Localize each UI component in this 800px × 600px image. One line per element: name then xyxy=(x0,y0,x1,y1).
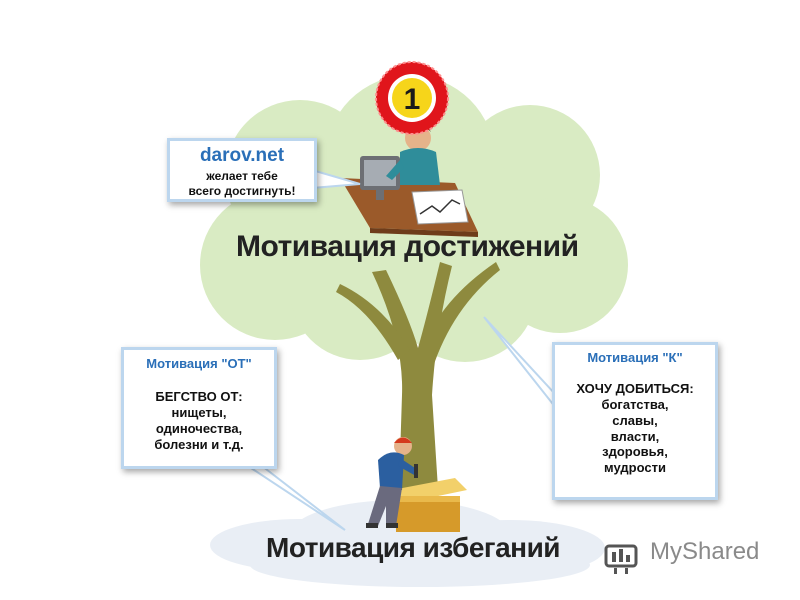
from-motivation-line: болезни и т.д. xyxy=(154,436,244,452)
from-motivation-line: БЕГСТВО ОТ: xyxy=(155,389,243,404)
from-motivation-heading: Мотивация "ОТ" xyxy=(146,356,252,371)
site-name: darov.net xyxy=(199,145,285,166)
site-callout: darov.net желает тебе всего достигнуть! xyxy=(167,138,317,202)
from-motivation-line: нищеты, xyxy=(171,404,227,420)
to-motivation-text: ХОЧУ ДОБИТЬСЯ: богатства, славы, власти,… xyxy=(555,381,715,476)
worker-figure xyxy=(366,437,418,528)
watermark-text: MyShared xyxy=(650,538,760,565)
site-callout-line: всего достигнуть! xyxy=(188,183,296,198)
from-motivation-text: БЕГСТВО ОТ: нищеты, одиночества, болезни… xyxy=(124,389,274,452)
to-motivation-line: власти, xyxy=(610,428,660,444)
tree-branch xyxy=(336,284,410,360)
from-motivation-line: одиночества, xyxy=(155,420,243,436)
to-motivation-heading: Мотивация "К" xyxy=(587,350,683,365)
badge-number-one: 1 xyxy=(375,61,449,135)
tree-foliage xyxy=(200,75,628,362)
site-callout-text: желает тебе всего достигнуть! xyxy=(170,169,314,198)
avoidance-motivation-title: Мотивация избеганий xyxy=(266,532,561,563)
callout-pointers xyxy=(244,168,557,531)
to-motivation-line: мудрости xyxy=(604,460,666,476)
tree-branch xyxy=(422,262,500,370)
myshared-watermark: MyShared xyxy=(610,538,759,566)
to-motivation-line: богатства, xyxy=(601,396,669,412)
to-motivation-callout: Мотивация "К" ХОЧУ ДОБИТЬСЯ: богатства, … xyxy=(552,342,718,500)
achievement-motivation-title: Мотивация достижений xyxy=(236,230,579,263)
from-motivation-callout: Мотивация "ОТ" БЕГСТВО ОТ: нищеты, одино… xyxy=(121,347,277,469)
to-motivation-line: ХОЧУ ДОБИТЬСЯ: xyxy=(576,381,694,396)
to-motivation-line: здоровья, xyxy=(602,444,668,460)
tree-trunk xyxy=(372,262,452,520)
site-callout-line: желает тебе xyxy=(206,169,278,183)
badge-number: 1 xyxy=(404,83,421,116)
wooden-box xyxy=(392,478,467,532)
to-motivation-line: славы, xyxy=(612,412,658,428)
myshared-logo-icon xyxy=(604,544,638,574)
